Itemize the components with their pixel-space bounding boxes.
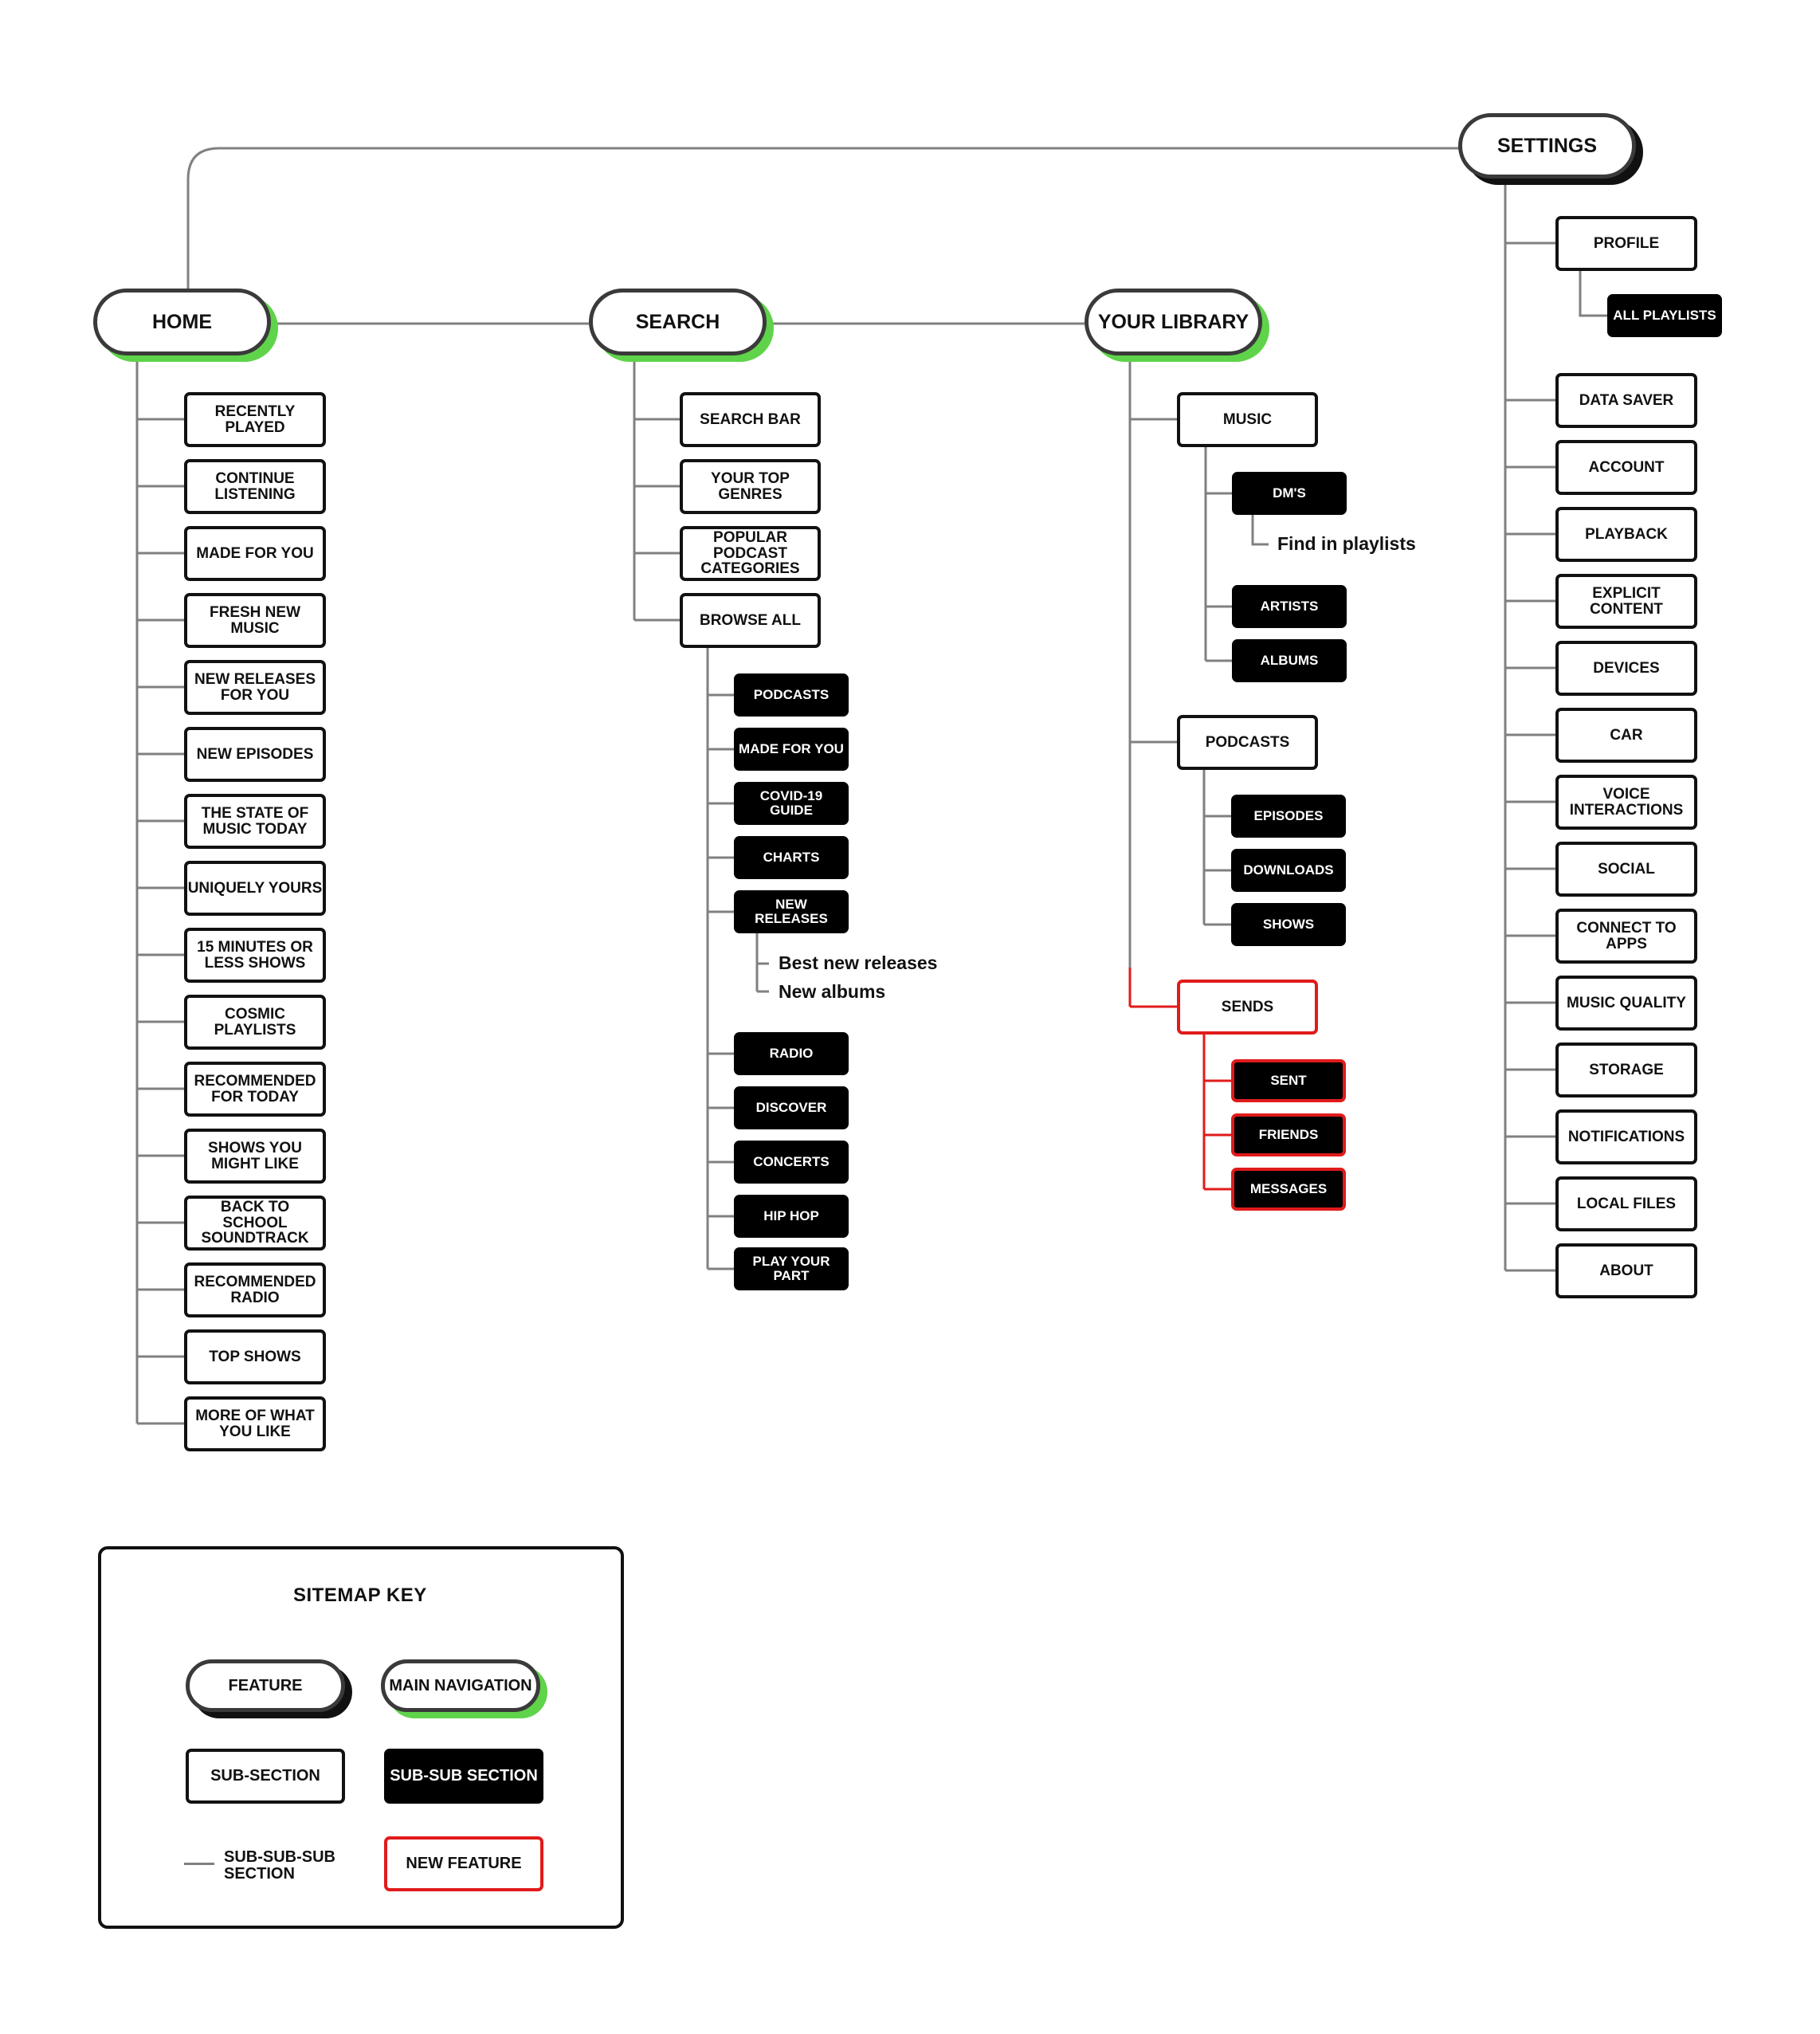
settings-item-music-quality: MUSIC QUALITY — [1555, 976, 1697, 1031]
your-library-node: YOUR LIBRARY — [1085, 289, 1262, 355]
home-item-top-shows: TOP SHOWS — [184, 1329, 326, 1384]
sitemap-key: SITEMAP KEY FEATURE MAIN NAVIGATION SUB-… — [98, 1546, 624, 1929]
key-new-feature-sample: NEW FEATURE — [384, 1836, 543, 1891]
sends-node: SENDS — [1177, 980, 1318, 1035]
best-new-releases-label: Best new releases — [779, 952, 938, 973]
key-title: SITEMAP KEY — [293, 1584, 427, 1606]
browse-item-radio: RADIO — [734, 1032, 849, 1075]
home-item-cosmic-playlists: COSMIC PLAYLISTS — [184, 995, 326, 1050]
home-item-the-state-of-music-today: THE STATE OF MUSIC TODAY — [184, 794, 326, 849]
browse-item-covid-19-guide: COVID-19 GUIDE — [734, 782, 849, 825]
home-item-back-to-school-soundtrack: BACK TO SCHOOL SOUNDTRACK — [184, 1196, 326, 1251]
home-item-made-for-you: MADE FOR YOU — [184, 526, 326, 581]
search-bar-node: SEARCH BAR — [680, 392, 821, 447]
home-settings-connector — [186, 147, 1460, 289]
settings-item-account: ACCOUNT — [1555, 440, 1697, 495]
home-item-recommended-radio: RECOMMENDED RADIO — [184, 1262, 326, 1317]
key-sub-sub-sub-section-label: SUB-SUB-SUB SECTION — [224, 1848, 335, 1883]
home-item-new-episodes: NEW EPISODES — [184, 727, 326, 782]
settings-item-connect-to-apps: CONNECT TO APPS — [1555, 909, 1697, 964]
popular-podcast-categories-node: POPULAR PODCAST CATEGORIES — [680, 526, 821, 581]
browse-all-node: BROWSE ALL — [680, 593, 821, 648]
browse-item-concerts: CONCERTS — [734, 1141, 849, 1184]
albums-node: ALBUMS — [1232, 639, 1347, 682]
settings-item-profile: PROFILE — [1555, 216, 1697, 271]
home-item-recommended-for-today: RECOMMENDED FOR TODAY — [184, 1062, 326, 1117]
home-node: HOME — [93, 289, 271, 355]
settings-item-storage: STORAGE — [1555, 1043, 1697, 1097]
home-item-15-minutes-or-less-shows: 15 MINUTES OR LESS SHOWS — [184, 928, 326, 983]
new-albums-label: New albums — [779, 981, 886, 1002]
episodes-node: EPISODES — [1231, 795, 1346, 838]
settings-item-local-files: LOCAL FILES — [1555, 1176, 1697, 1231]
browse-item-made-for-you: MADE FOR YOU — [734, 728, 849, 771]
home-item-shows-you-might-like: SHOWS YOU MIGHT LIKE — [184, 1129, 326, 1184]
dms-node: DM'S — [1232, 472, 1347, 515]
home-item-more-of-what-you-like: MORE OF WHAT YOU LIKE — [184, 1396, 326, 1451]
settings-item-devices: DEVICES — [1555, 641, 1697, 696]
dms-leaf-line — [1251, 515, 1269, 546]
settings-item-car: CAR — [1555, 708, 1697, 763]
home-item-recently-played: RECENTLY PLAYED — [184, 392, 326, 447]
settings-item-data-saver: DATA SAVER — [1555, 373, 1697, 428]
friends-node: FRIENDS — [1231, 1113, 1346, 1156]
settings-item-social: SOCIAL — [1555, 842, 1697, 897]
settings-item-notifications: NOTIFICATIONS — [1555, 1109, 1697, 1164]
messages-node: MESSAGES — [1231, 1168, 1346, 1211]
key-main-navigation-sample: MAIN NAVIGATION — [381, 1659, 540, 1712]
shows-node: SHOWS — [1231, 903, 1346, 946]
browse-item-play-your-part: PLAY YOUR PART — [734, 1247, 849, 1290]
your-top-genres-node: YOUR TOP GENRES — [680, 459, 821, 514]
key-sub-section-sample: SUB-SECTION — [186, 1749, 345, 1804]
sent-node: SENT — [1231, 1059, 1346, 1102]
settings-node: SETTINGS — [1458, 113, 1636, 179]
settings-item-explicit-content: EXPLICIT CONTENT — [1555, 574, 1697, 629]
settings-item-voice-interactions: VOICE INTERACTIONS — [1555, 775, 1697, 830]
music-node: MUSIC — [1177, 392, 1318, 447]
browse-item-new-releases: NEW RELEASES — [734, 890, 849, 933]
browse-item-charts: CHARTS — [734, 836, 849, 879]
find-in-playlists-label: Find in playlists — [1277, 533, 1416, 554]
podcasts-node: PODCASTS — [1177, 715, 1318, 770]
key-feature-sample: FEATURE — [186, 1659, 345, 1712]
settings-item-playback: PLAYBACK — [1555, 507, 1697, 562]
home-item-uniquely-yours: UNIQUELY YOURS — [184, 861, 326, 916]
key-line-sample — [184, 1863, 214, 1865]
settings-item-about: ABOUT — [1555, 1243, 1697, 1298]
home-item-new-releases-for-you: NEW RELEASES FOR YOU — [184, 660, 326, 715]
search-node: SEARCH — [589, 289, 767, 355]
browse-item-discover: DISCOVER — [734, 1086, 849, 1129]
artists-node: ARTISTS — [1232, 585, 1347, 628]
all-playlists-node: ALL PLAYLISTS — [1607, 294, 1722, 337]
key-sub-sub-section-sample: SUB-SUB SECTION — [384, 1749, 543, 1804]
browse-item-hip-hop: HIP HOP — [734, 1195, 849, 1238]
home-item-continue-listening: CONTINUE LISTENING — [184, 459, 326, 514]
downloads-node: DOWNLOADS — [1231, 849, 1346, 892]
profile-branch-line — [1579, 271, 1607, 317]
home-item-fresh-new-music: FRESH NEW MUSIC — [184, 593, 326, 648]
browse-item-podcasts: PODCASTS — [734, 673, 849, 717]
